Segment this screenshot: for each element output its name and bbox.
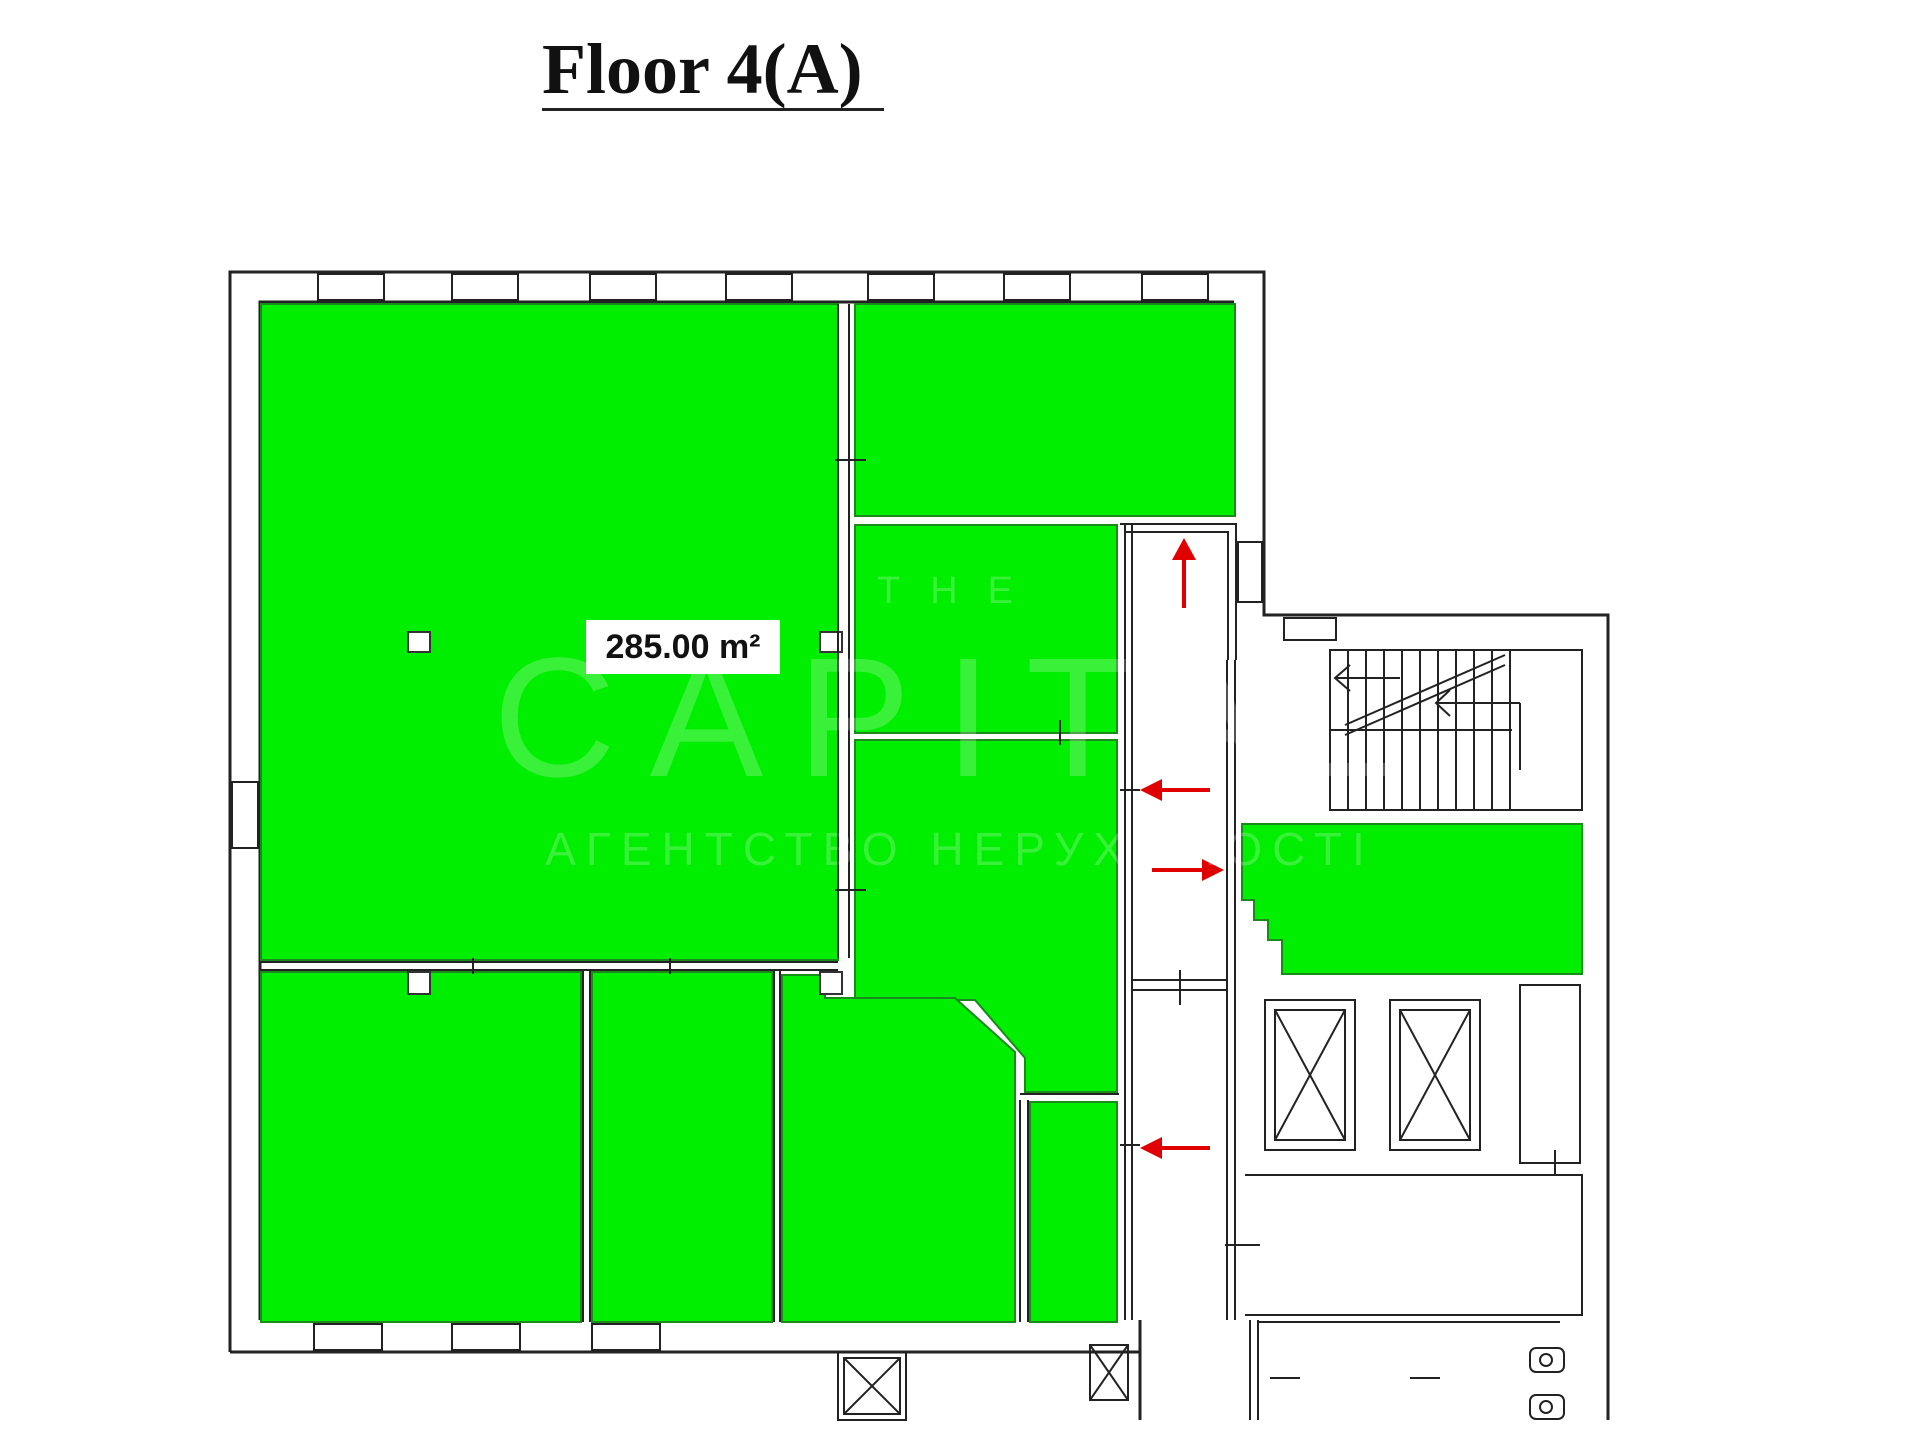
- title-underline: [542, 108, 884, 111]
- room-top-right: [854, 303, 1236, 517]
- columns: [407, 631, 843, 995]
- arrow-left-top-head: [1140, 779, 1162, 801]
- door-marks: [472, 459, 1556, 1379]
- entry-arrows: [1140, 538, 1224, 1159]
- leasable-rooms: [260, 303, 1583, 1323]
- area-label: 285.00 m²: [586, 620, 780, 674]
- room-bottom-mid: [591, 971, 773, 1323]
- arrow-right-head: [1202, 859, 1224, 881]
- partitions: [261, 304, 1560, 1420]
- room-mid-right: [854, 524, 1118, 734]
- floor-title: Floor 4(A): [542, 29, 863, 109]
- staircase: [1329, 649, 1583, 811]
- toilet-fixtures: [1529, 1347, 1565, 1420]
- room-small-corner: [1029, 1101, 1118, 1323]
- windows: [231, 273, 1337, 1351]
- room-bottom-left: [260, 971, 582, 1323]
- arrow-left-bottom-head: [1140, 1137, 1162, 1159]
- room-bottom-center: [781, 974, 1016, 1323]
- arrow-up-head: [1172, 538, 1196, 560]
- elevators: [837, 984, 1583, 1421]
- room-east: [1241, 823, 1583, 975]
